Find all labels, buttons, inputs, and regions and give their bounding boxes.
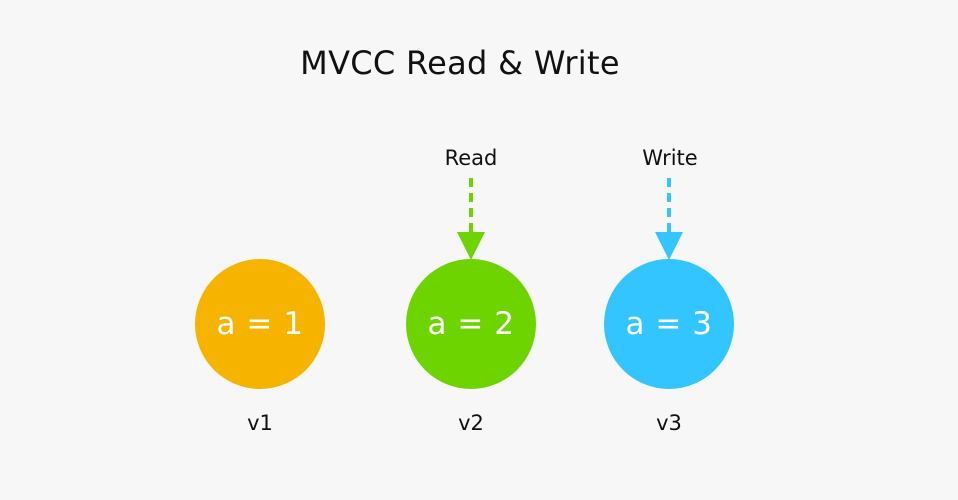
diagram-title: MVCC Read & Write xyxy=(300,44,620,82)
read-arrow-head xyxy=(457,232,485,260)
version-label-v3: v3 xyxy=(656,411,682,435)
version-value-v1: a = 1 xyxy=(216,306,304,342)
write-arrow xyxy=(655,178,683,260)
version-value-v2: a = 2 xyxy=(427,306,515,342)
version-node-v1: a = 1 xyxy=(195,259,325,389)
write-label: Write xyxy=(642,146,698,170)
version-label-v2: v2 xyxy=(458,411,484,435)
read-arrow xyxy=(457,178,485,260)
read-label: Read xyxy=(444,146,498,170)
write-arrow-head xyxy=(655,232,683,260)
version-label-v1: v1 xyxy=(247,411,273,435)
version-node-v2: a = 2 xyxy=(406,259,536,389)
version-node-v3: a = 3 xyxy=(604,259,734,389)
version-value-v3: a = 3 xyxy=(625,306,713,342)
